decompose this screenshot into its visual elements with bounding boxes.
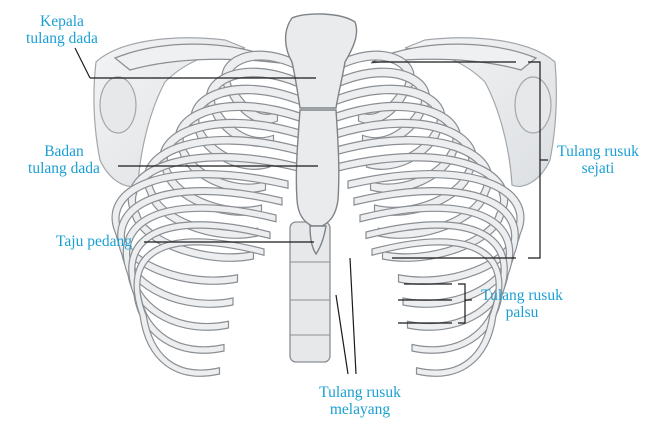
label-kepala-line2: tulang dada — [12, 30, 112, 47]
label-taju-pedang: Taju pedang — [44, 233, 144, 250]
label-palsu-line2: palsu — [472, 304, 572, 321]
label-tulang-rusuk-melayang: Tulang rusuk melayang — [300, 384, 420, 418]
spine — [290, 222, 330, 362]
label-taju-line1: Taju pedang — [44, 233, 144, 250]
label-tulang-rusuk-sejati: Tulang rusuk sejati — [548, 143, 648, 177]
label-tulang-rusuk-palsu: Tulang rusuk palsu — [472, 287, 572, 321]
label-kepala-tulang-dada: Kepala tulang dada — [12, 13, 112, 47]
leader-melayang-1 — [336, 295, 348, 374]
label-sejati-line1: Tulang rusuk — [548, 143, 648, 160]
label-melayang-line1: Tulang rusuk — [300, 384, 420, 401]
leader-melayang-2 — [350, 258, 356, 374]
leader-kepala — [75, 48, 90, 78]
label-palsu-line1: Tulang rusuk — [472, 287, 572, 304]
label-badan-tulang-dada: Badan tulang dada — [12, 143, 116, 177]
label-sejati-line2: sejati — [548, 160, 648, 177]
label-badan-line2: tulang dada — [12, 160, 116, 177]
label-badan-line1: Badan — [12, 143, 116, 160]
label-melayang-line2: melayang — [300, 401, 420, 418]
label-kepala-line1: Kepala — [12, 13, 112, 30]
sternum-body — [296, 110, 338, 226]
